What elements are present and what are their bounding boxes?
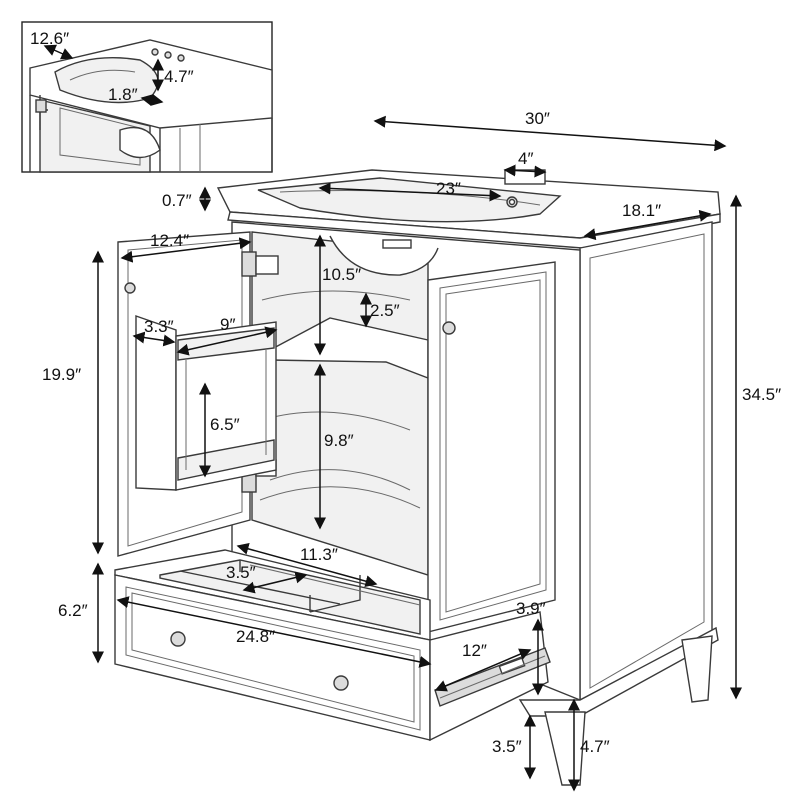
label-top-thickness: 0.7″ <box>162 191 192 210</box>
vanity-drawing <box>114 169 721 786</box>
label-drawer-depth-side: 3.9″ <box>516 599 546 618</box>
label-overall-height: 34.5″ <box>742 385 781 404</box>
label-inset-faucet-spacing: 4.7″ <box>164 67 194 86</box>
back-leg <box>681 635 713 703</box>
right-door <box>427 261 556 633</box>
drawer-knob-left <box>170 631 186 647</box>
label-rack-depth: 3.3″ <box>144 317 174 336</box>
label-drawer-inner-width: 11.3″ <box>300 545 338 564</box>
label-inset-sink-length: 12.6″ <box>30 29 69 48</box>
label-toe-kick: 3.5″ <box>492 737 522 756</box>
door-rack <box>135 315 277 491</box>
drawer-knob-right <box>333 675 349 691</box>
label-basin-width: 23″ <box>436 179 461 198</box>
label-door-height: 19.9″ <box>42 365 81 384</box>
label-depth: 18.1″ <box>622 201 661 220</box>
label-drawer-height: 6.2″ <box>58 601 88 620</box>
label-rack-width: 9″ <box>220 315 235 334</box>
label-faucet-hole: 4″ <box>518 149 533 168</box>
inset-detail <box>21 21 273 173</box>
front-leg <box>544 711 586 786</box>
dimension-arrows <box>43 44 742 792</box>
label-rack-height: 6.5″ <box>210 415 240 434</box>
label-leg-height: 4.7″ <box>580 737 610 756</box>
label-cabinet-inner-height: 9.8″ <box>324 431 354 450</box>
label-door-width: 12.4″ <box>150 231 189 250</box>
label-inset-overflow: 1.8″ <box>108 85 138 104</box>
label-overall-width: 30″ <box>525 109 550 128</box>
label-drawer-width: 24.8″ <box>236 627 275 646</box>
label-drawer-slide-length: 12″ <box>462 641 487 660</box>
right-door-knob <box>442 321 456 335</box>
dimension-labels: 12.6″ 4.7″ 1.8″ 30″ 4″ 23″ 0.7″ 18.1″ 12… <box>30 29 781 756</box>
label-shelf-gap: 2.5″ <box>370 301 400 320</box>
left-door-knob <box>124 282 136 294</box>
label-drawer-divider: 3.5″ <box>226 563 256 582</box>
label-basin-depth: 10.5″ <box>322 265 361 284</box>
